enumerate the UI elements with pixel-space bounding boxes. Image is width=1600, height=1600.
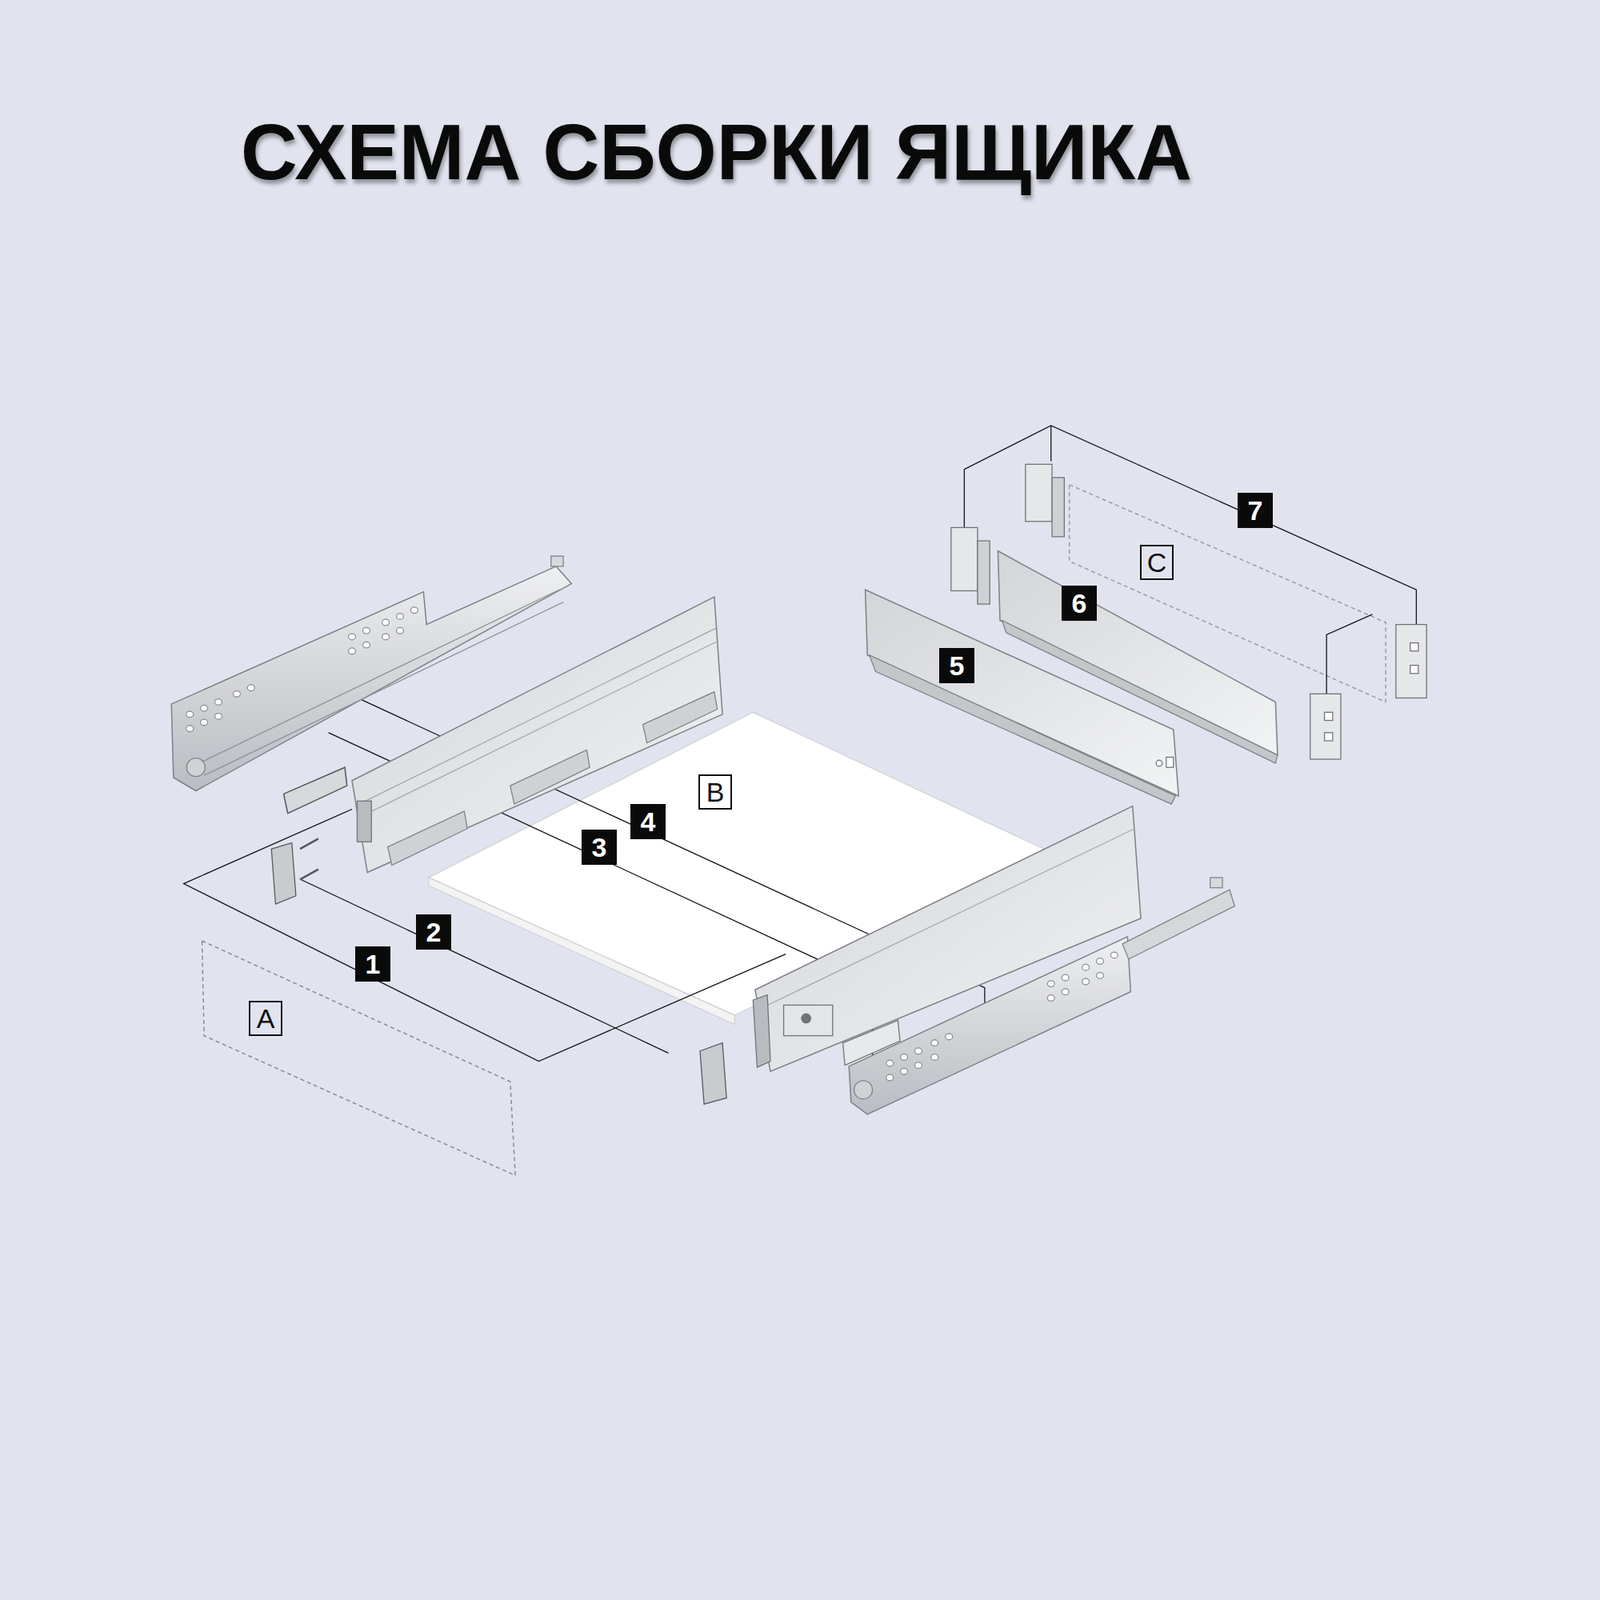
mounting-hole (1082, 964, 1090, 971)
mounting-hole (1061, 988, 1069, 996)
slider-foot (510, 750, 590, 805)
hole-group (886, 952, 1119, 1081)
callout-number: 3 (581, 829, 617, 865)
mounting-hole (1110, 952, 1118, 959)
fixing-slot (1324, 732, 1333, 741)
mounting-hole (214, 713, 222, 720)
slider-foot (388, 811, 468, 866)
mounting-hole (247, 684, 255, 692)
runner-tab (551, 556, 564, 567)
bracket-body (1310, 693, 1341, 760)
mounting-hole (1096, 958, 1104, 965)
mounting-hole (914, 1062, 922, 1069)
runner-rail (1122, 889, 1235, 960)
bracket-body (1396, 624, 1427, 699)
front-fixing (356, 800, 372, 842)
mounting-hole (348, 633, 356, 640)
leader-line (300, 879, 668, 1053)
side-edge (355, 627, 718, 806)
runner-tab (1210, 877, 1223, 888)
bracket-body (951, 527, 978, 591)
mounting-hole (1082, 978, 1090, 985)
panel-flange (1002, 620, 1278, 764)
part-letter: C (1140, 544, 1174, 580)
callout-number: 2 (416, 914, 452, 950)
runner-wheel (186, 758, 205, 777)
side-edge (356, 640, 719, 819)
adjuster-screw (800, 1013, 812, 1024)
mounting-hole (931, 1040, 939, 1047)
fixing-slot (1410, 665, 1419, 674)
leader-line (184, 808, 787, 1061)
part-letter: A (248, 1000, 283, 1036)
left-drawer-side (352, 596, 723, 872)
callout-number: 5 (939, 648, 975, 684)
front-clip (700, 1043, 727, 1105)
slider-foot (643, 692, 718, 744)
mounting-hole (1096, 972, 1104, 980)
mounting-hole (945, 1033, 953, 1040)
mounting-hole (931, 1054, 939, 1061)
mounting-hole (886, 1074, 894, 1081)
right-runner (848, 936, 1131, 1115)
callout-number: 7 (1237, 492, 1273, 528)
mounting-hole (914, 1048, 922, 1055)
front-fixing (752, 995, 771, 1068)
bracket-plate (977, 540, 990, 604)
cover-plate (284, 767, 348, 813)
mounting-hole (186, 711, 194, 718)
fixing-hole (1156, 760, 1163, 767)
runner-wheel (854, 1080, 873, 1100)
mounting-hole (362, 641, 370, 648)
hole-group (186, 607, 419, 732)
front-clip (271, 843, 296, 905)
mounting-hole (396, 627, 404, 634)
mounting-hole (200, 704, 208, 712)
callout-number: 1 (355, 946, 391, 982)
mounting-hole (348, 648, 356, 655)
mounting-hole (232, 691, 240, 698)
mounting-hole (382, 633, 390, 640)
mounting-hole (1047, 995, 1055, 1002)
front-adjuster (784, 1004, 833, 1036)
callout-number: 6 (1061, 585, 1097, 621)
part-letter: B (698, 774, 732, 810)
fixing-slot (1166, 756, 1174, 768)
mounting-hole (1061, 974, 1069, 981)
mounting-hole (900, 1054, 908, 1061)
mounting-hole (214, 699, 222, 706)
screw (300, 869, 319, 880)
bracket-plate (1052, 477, 1064, 537)
mounting-hole (382, 619, 390, 626)
mounting-hole (900, 1068, 908, 1075)
screw (300, 838, 319, 849)
front-panel-outline (202, 940, 516, 1176)
title: СХЕМА СБОРКИ ЯЩИКА (240, 109, 1192, 196)
mounting-hole (1047, 980, 1055, 988)
mounting-hole (886, 1060, 894, 1067)
mounting-hole (362, 627, 370, 634)
leader-line (1326, 614, 1372, 694)
back-panel-high (997, 551, 1277, 756)
mounting-hole (186, 725, 194, 732)
rear-bracket (951, 464, 1427, 760)
fixing-slot (1410, 643, 1419, 652)
bracket-body (1025, 464, 1052, 521)
fixing-slot (1324, 712, 1333, 720)
mounting-hole (200, 719, 208, 726)
mounting-hole (396, 613, 404, 620)
callout-number: 4 (630, 804, 666, 840)
mounting-hole (410, 607, 418, 614)
leader-line (1050, 425, 1052, 462)
